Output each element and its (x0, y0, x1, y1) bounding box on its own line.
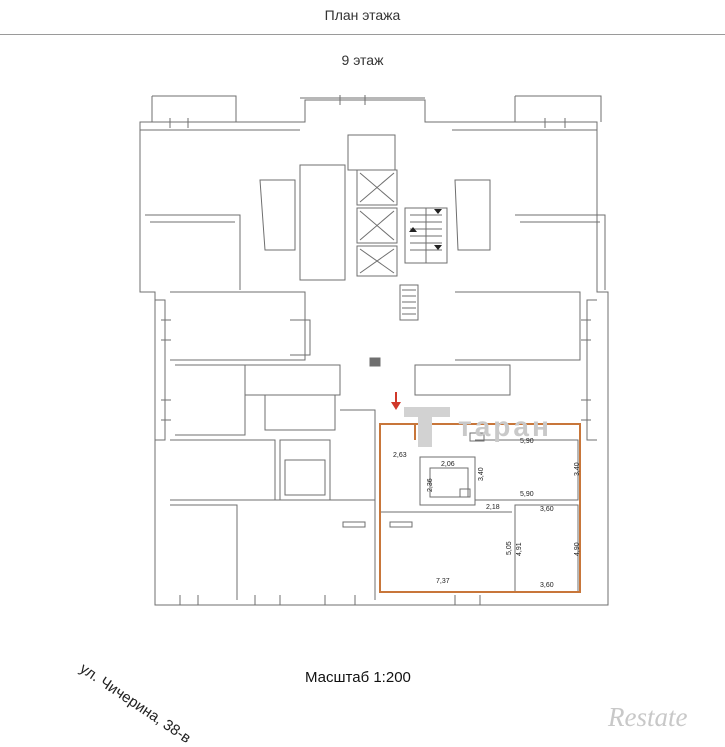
dimension-label: 3,60 (540, 506, 554, 513)
balcony-top-right (514, 95, 602, 122)
dimension-label: 4,91 (516, 542, 523, 556)
building-outline (139, 99, 609, 606)
page-title: План этажа (324, 7, 401, 23)
page-header: План этажа (0, 0, 725, 35)
dimension-label: 2,18 (486, 504, 500, 511)
balcony-right (586, 299, 597, 441)
scale-label: Масштаб 1:200 (305, 669, 411, 686)
shaft-left (259, 179, 296, 251)
dimension-label: 2,06 (441, 461, 455, 468)
stair-arrows (409, 209, 442, 250)
dimension-label: 3,60 (540, 582, 554, 589)
dimension-label: 4,90 (574, 542, 581, 556)
elevator-2 (356, 207, 398, 244)
entry-arrow-head (391, 402, 401, 410)
dimension-label: 5,90 (520, 491, 534, 498)
brand-logo: таран (404, 407, 584, 453)
dimension-label: 3,40 (574, 462, 581, 476)
radiator (389, 521, 413, 528)
floor-label: 9 этаж (341, 52, 384, 68)
dimension-label: 2,36 (427, 478, 434, 492)
bathroom-1 (419, 456, 476, 506)
garbage-chute (399, 284, 419, 321)
dimension-label: 3,40 (478, 467, 485, 481)
balcony-top-left (151, 95, 237, 122)
dimension-label: 7,37 (436, 578, 450, 585)
watermark-brand: Restate (608, 702, 688, 732)
selected-apartment-outline (379, 423, 581, 593)
logo-mark-icon (404, 407, 450, 447)
dimension-label: 5,90 (520, 438, 534, 445)
dimension-label: 5,05 (506, 541, 513, 555)
logo-text: таран (458, 411, 552, 442)
dimension-label: 2,63 (393, 452, 407, 459)
bedroom (514, 504, 579, 593)
shaft-right (454, 179, 491, 251)
elevator-1 (356, 169, 398, 206)
column (369, 357, 381, 367)
balcony-left (155, 299, 166, 441)
elevator-3 (356, 245, 398, 277)
